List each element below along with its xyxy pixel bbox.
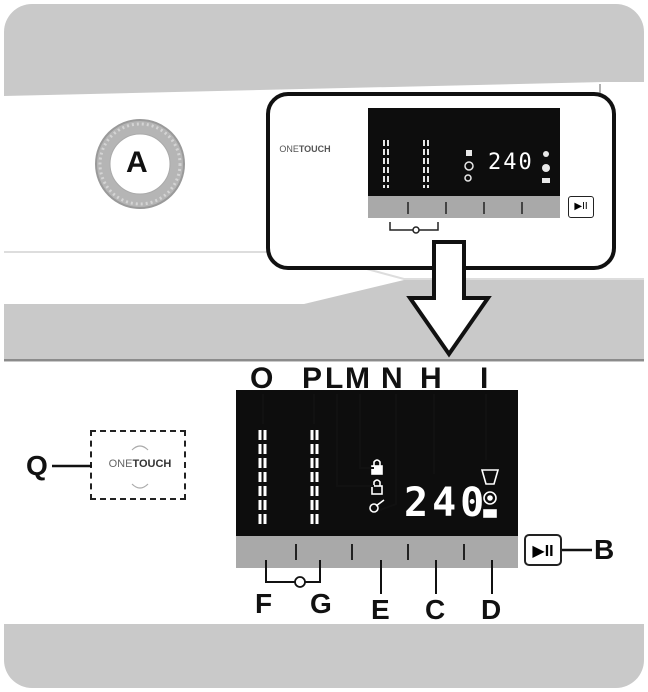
label-p: P: [302, 362, 323, 395]
top-display-digits: 240: [488, 150, 534, 175]
label-c: C: [425, 594, 446, 625]
onetouch-area[interactable]: ONETOUCH: [90, 430, 186, 500]
top-play-pause-button[interactable]: ▶II: [568, 196, 594, 218]
label-l: L: [325, 362, 344, 395]
top-onetouch-touch: TOUCH: [298, 144, 331, 154]
top-display-graphics: [383, 140, 550, 188]
top-button-dividers: [407, 202, 523, 214]
leader-lines: [262, 394, 493, 594]
label-g: G: [310, 588, 332, 619]
status-icons: [480, 469, 500, 518]
key-icon: [284, 576, 306, 588]
onetouch-touch: TOUCH: [132, 458, 172, 470]
top-onetouch-logo[interactable]: ONETOUCH: [274, 144, 336, 174]
program-dial[interactable]: [92, 116, 188, 212]
main-button-dividers: [295, 544, 465, 560]
label-f: F: [255, 588, 273, 619]
label-n: N: [381, 362, 403, 395]
top-key-bracket-icon: [389, 222, 439, 234]
label-e: E: [371, 594, 390, 625]
label-m: M: [345, 362, 370, 395]
play-pause-button[interactable]: ▶II: [524, 534, 562, 566]
leader-b: [562, 548, 592, 552]
leader-q: [52, 464, 92, 468]
play-pause-label: ▶II: [532, 543, 554, 560]
diagram-frame: A ONETOUCH 240 ▶II: [4, 4, 644, 688]
zoom-arrow-icon: [406, 240, 492, 358]
label-o: O: [250, 362, 274, 395]
label-i: I: [480, 362, 489, 395]
onetouch-nfc-icon: [131, 445, 149, 489]
main-display-digits: 240: [404, 480, 489, 526]
top-display: [368, 108, 560, 196]
top-onetouch-one: ONE: [279, 144, 299, 154]
main-button-bar: [236, 536, 518, 568]
label-b: B: [594, 534, 615, 565]
label-q: Q: [26, 450, 48, 481]
lock-icons: [369, 459, 385, 513]
top-play-pause-label: ▶II: [574, 201, 588, 212]
onetouch-one: ONE: [108, 458, 133, 470]
label-a: A: [126, 146, 148, 179]
top-button-bar: [368, 196, 560, 218]
label-h: H: [420, 362, 442, 395]
label-d: D: [481, 594, 502, 625]
main-display-graphics: [258, 430, 500, 526]
